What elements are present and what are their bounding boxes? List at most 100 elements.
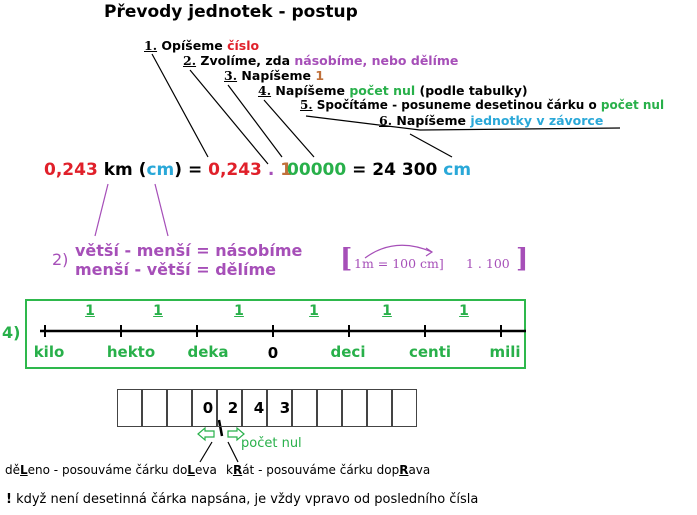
rule-multiply: větší - menší = násobíme [75,241,303,260]
warning-icon: ! [6,492,12,507]
arrow-arc [364,244,433,259]
line-step3 [227,84,283,158]
note-multiply: kRát - posouváme čárku dopRava [226,463,430,477]
eq-number-copy: 0,243 [208,160,262,180]
line-step6 [409,133,453,158]
page-title: Převody jednotek - postup [104,2,358,22]
rule-example: 1m = 100 cm] [354,256,444,271]
eq-sign: = [352,160,367,180]
step-text: Napíšeme [241,68,316,83]
step-2: 2. Zvolíme, zda násobíme, nebo dělíme [183,53,458,68]
eq-result: 24 300 [372,160,438,180]
step-4: 4. Napíšeme počet nul (podle tabulky) [258,83,528,98]
eq-operator: . [267,160,275,180]
unit-centi: centi [408,343,452,361]
eq-one: 1 [280,160,293,180]
scale-step-label: 1 [382,303,392,319]
digit-cell [242,389,267,427]
shift-arrows [197,426,245,442]
line-step2 [189,69,269,165]
digit-cell [192,389,217,427]
step-highlight: násobíme, nebo dělíme [294,53,459,68]
step-number: 6. [379,113,393,128]
note-text: eva [194,463,217,477]
note-text: ava [408,463,431,477]
step-5: 5. Spočítáme - posuneme desetinou čárku … [300,98,664,112]
step-text: Napíšeme [275,83,350,98]
step-number: 2. [183,53,197,68]
digit-cell [317,389,342,427]
arrow-left-icon [197,426,215,442]
rule-example-calc: 1 . 100 [466,256,510,271]
digit-cell [342,389,367,427]
bracket-open: [ [340,244,353,274]
note-divide: děLeno - posouváme čárku doLeva [5,463,217,477]
step-highlight: počet nul [600,98,665,112]
note-text: eno - posouváme čárku do [27,463,188,477]
digit-cell [367,389,392,427]
line-step5b [419,127,621,131]
step-3: 3. Napíšeme 1 [224,68,324,83]
line-step4 [263,99,315,158]
unit-hekto: hekto [106,343,156,361]
step-text: Zvolíme, zda [200,53,295,68]
scale-step-label: 1 [459,303,469,319]
eq-paren-open: ( [138,160,147,180]
step-highlight: jednotky v závorce [470,113,604,128]
eq-target-unit: cm [146,160,175,180]
note-key-letter: R [399,463,409,477]
rule-divide: menší - větší = dělíme [75,260,276,279]
note-key-letter: L [187,463,195,477]
note-text: k [226,463,233,477]
digit-value: 2 [227,399,239,417]
digit-value: 0 [202,399,214,417]
digit-cell [267,389,292,427]
pointer-right [227,441,239,463]
warning-note: ! když není desetinná čárka napsána, je … [6,492,478,507]
step-highlight: číslo [227,38,260,53]
conversion-equation: 0,243 km (cm) = 0,243 . 100000 = 24 300 … [44,160,471,180]
arrow-right-icon [227,426,245,442]
digit-cell [142,389,167,427]
unit-base: 0 [267,344,279,362]
step-number: 3. [224,68,238,83]
step-text: Napíšeme [396,113,471,128]
scale-step-label: 1 [85,303,95,319]
eq-number: 0,243 [44,160,98,180]
digit-value: 3 [279,399,291,417]
note-text: át - posouváme čárku dop [242,463,400,477]
comma-marker [217,419,224,437]
note-key-letter: R [232,463,243,477]
scale-step-label: 1 [234,303,244,319]
digit-cell [292,389,317,427]
bracket-line-right [154,183,169,237]
scale-step-label: 1 [153,303,163,319]
unit-scale-box [25,299,526,369]
note-key-letter: L [20,463,28,477]
eq-unit: km [103,160,133,180]
zero-count-label: počet nul [241,436,302,451]
bracket-close: ] [516,244,529,274]
digit-cell [117,389,142,427]
unit-mili: mili [489,343,521,361]
eq-result-unit: cm [443,160,472,180]
scale-ticks [44,325,502,337]
digit-cell [392,389,417,427]
step-number: 1. [144,38,158,53]
unit-deka: deka [187,343,229,361]
bracket-line-left [94,183,109,237]
rule-label: 2) [52,250,69,269]
eq-sign: = [187,160,203,180]
unit-kilo: kilo [33,343,65,361]
digit-cell [167,389,192,427]
line-step5a [305,115,421,131]
step-1: 1. Opíšeme číslo [144,38,259,53]
digit-cell [217,389,242,427]
warning-text: když není desetinná čárka napsána, je vž… [11,492,479,507]
pointer-left [199,441,213,463]
eq-zeros: 00000 [287,160,347,180]
step-text: Spočítáme - posuneme desetinou čárku o [316,98,601,112]
step-number: 4. [258,83,272,98]
unit-deci: deci [330,343,366,361]
